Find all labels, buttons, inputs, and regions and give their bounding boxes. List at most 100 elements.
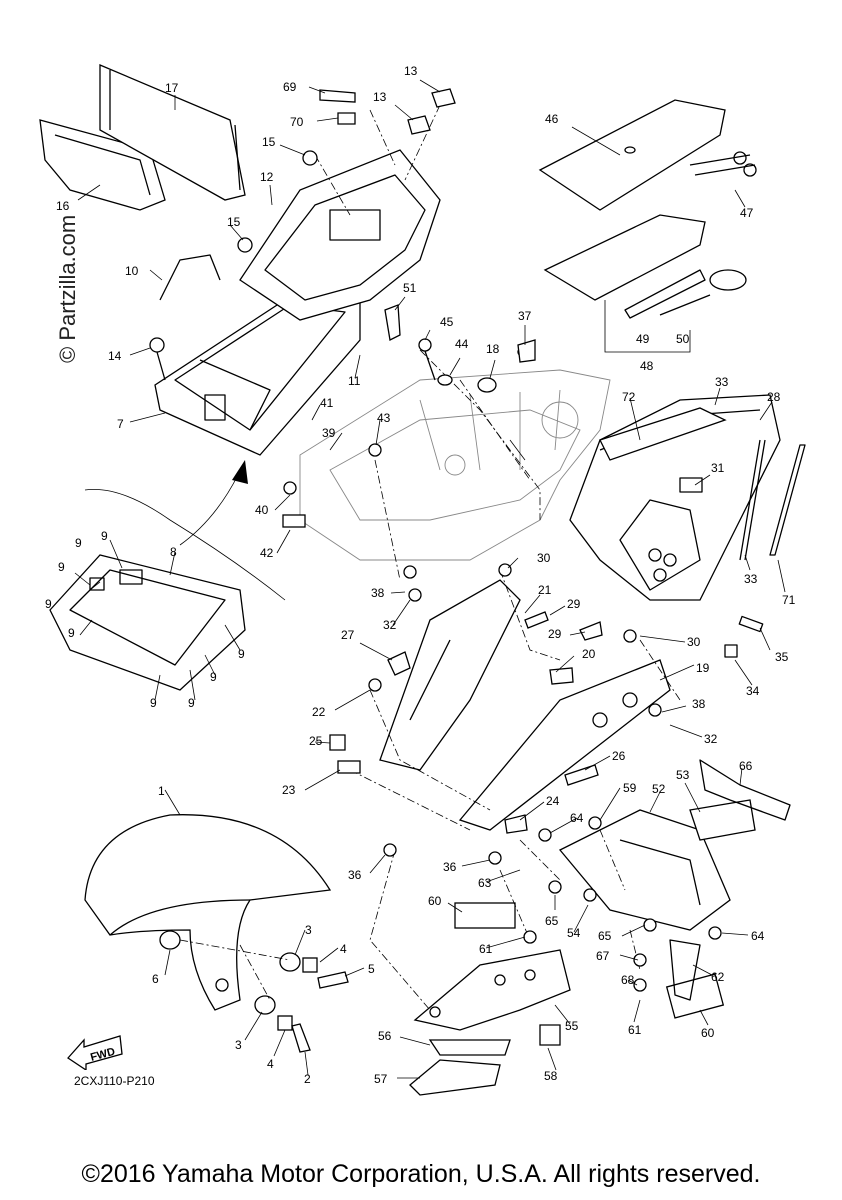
callout: 56	[378, 1029, 392, 1043]
inset-bracket	[84, 489, 286, 601]
upper-bracket	[239, 149, 441, 321]
callout: 65	[545, 914, 559, 928]
callout: 25	[309, 734, 323, 748]
plate-57	[409, 1059, 501, 1096]
tail-cowl-28	[569, 394, 781, 601]
callout: 63	[478, 876, 492, 890]
callout: 9	[101, 529, 108, 543]
tool-kit	[538, 99, 757, 353]
callout: 13	[404, 64, 418, 78]
callout: 1	[158, 784, 165, 798]
callout: 62	[711, 970, 725, 984]
callout: 20	[582, 647, 596, 661]
callout: 44	[455, 337, 469, 351]
callout: 30	[537, 551, 551, 565]
part-35	[738, 615, 764, 633]
callout: 15	[262, 135, 276, 149]
diagram-code: 2CXJ110-P210	[74, 1074, 155, 1088]
callout: 40	[255, 503, 269, 517]
callout: 61	[479, 942, 493, 956]
callout: 54	[567, 926, 581, 940]
callout: 2	[304, 1072, 311, 1086]
callout: 11	[348, 374, 361, 388]
grab-handle-10	[159, 254, 221, 301]
fender-hardware	[159, 930, 349, 1053]
callout: 65	[598, 929, 612, 943]
callout: 71	[782, 593, 796, 607]
callout: 57	[374, 1072, 388, 1086]
callout: 36	[348, 868, 362, 882]
callout: 21	[538, 583, 552, 597]
inset-arrow	[232, 460, 248, 484]
callout: 15	[227, 215, 241, 229]
callout: 35	[775, 650, 789, 664]
callout: 52	[652, 782, 666, 796]
callout: 55	[565, 1019, 579, 1033]
leader-lines	[74, 79, 786, 1079]
callout: 23	[282, 783, 296, 797]
license-bracket-55	[413, 949, 571, 1031]
callout: 10	[125, 264, 139, 278]
callout: 17	[165, 81, 179, 95]
callout: 39	[322, 426, 336, 440]
callout-labels: 1 2 3 3 4 4 5 6 7 8 9 9 9 9 9 9 9 9 9 10…	[45, 64, 796, 1086]
callout: 9	[238, 647, 245, 661]
callout: 49	[636, 332, 650, 346]
inset-tray	[49, 554, 246, 691]
callout: 33	[715, 375, 729, 389]
callout: 9	[150, 696, 157, 710]
callout: 16	[56, 199, 70, 213]
stay-62	[669, 939, 701, 1001]
seat-pad-17	[99, 64, 246, 201]
callout: 58	[544, 1069, 558, 1083]
callout: 34	[746, 684, 760, 698]
part-34	[724, 644, 738, 658]
callout: 59	[623, 781, 637, 795]
hardware	[149, 88, 722, 1046]
callout: 9	[45, 597, 52, 611]
callout: 66	[739, 759, 753, 773]
callout: 72	[622, 390, 636, 404]
callout: 8	[170, 545, 177, 559]
callout: 28	[767, 390, 781, 404]
callout: 9	[188, 696, 195, 710]
reflector-60b	[665, 973, 725, 1019]
callout: 53	[676, 768, 690, 782]
callout: 9	[210, 670, 217, 684]
callout: 22	[312, 705, 326, 719]
callout: 46	[545, 112, 559, 126]
frame-outline	[299, 369, 611, 561]
callout: 29	[567, 597, 581, 611]
callout: 50	[676, 332, 690, 346]
callout: 3	[235, 1038, 242, 1052]
callout: 30	[687, 635, 701, 649]
callout: 67	[596, 949, 610, 963]
callout: 18	[486, 342, 500, 356]
strip-71	[769, 444, 806, 556]
callout: 5	[368, 962, 375, 976]
callout: 27	[341, 628, 355, 642]
callout: 24	[546, 794, 560, 808]
callout: 13	[373, 90, 387, 104]
callout: 48	[640, 359, 654, 373]
rear-fender-52	[558, 799, 756, 931]
callout: 38	[371, 586, 385, 600]
callout: 60	[428, 894, 442, 908]
callout: 26	[612, 749, 626, 763]
side-stay-19	[379, 579, 671, 831]
callout: 68	[621, 973, 635, 987]
callout: 42	[260, 546, 274, 560]
fwd-arrow-icon: FWD	[67, 1035, 123, 1070]
callout: 36	[443, 860, 457, 874]
callout: 12	[260, 170, 274, 184]
callout: 38	[692, 697, 706, 711]
callout: 32	[383, 618, 397, 632]
callout: 51	[403, 281, 417, 295]
reflector-60a	[454, 902, 516, 929]
callout: 29	[548, 627, 562, 641]
callout: 4	[267, 1057, 274, 1071]
callout: 33	[744, 572, 758, 586]
callout: 69	[283, 80, 297, 94]
callout: 6	[152, 972, 159, 986]
